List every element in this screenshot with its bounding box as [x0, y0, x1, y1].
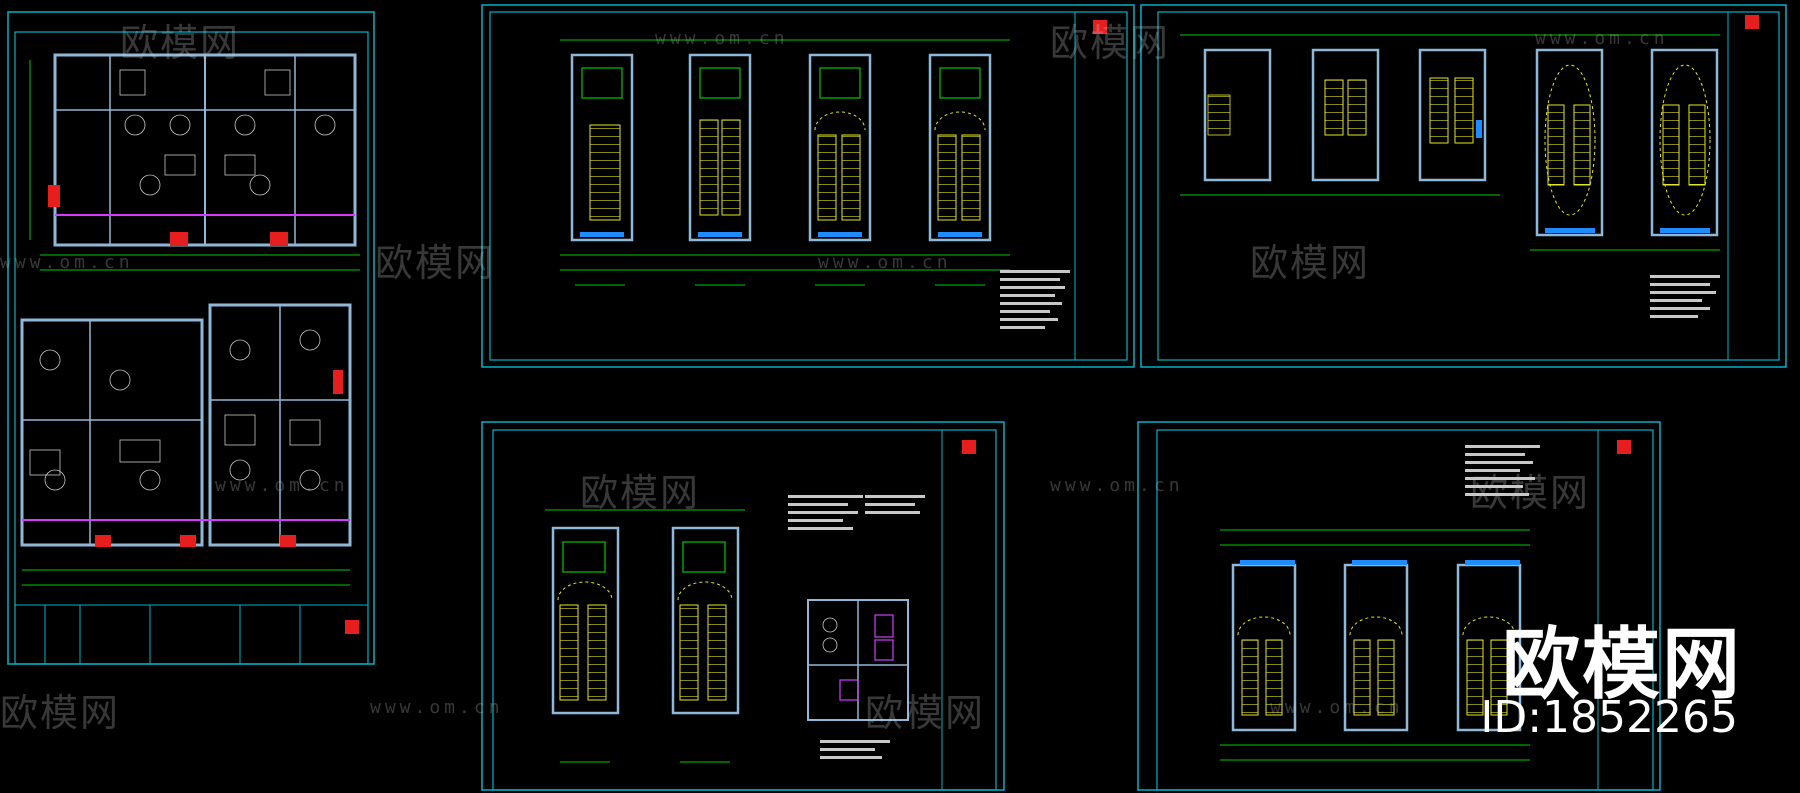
watermark-brand: 欧模网	[1470, 471, 1591, 515]
asset-id-label: ID:1852265	[1480, 692, 1738, 743]
stair-plan-i	[1650, 48, 1719, 237]
watermark-url: www.om.cn	[1535, 28, 1669, 49]
stair-plan-m	[1343, 560, 1409, 732]
stair-plan-l	[1231, 560, 1297, 732]
stair-plan-g	[1418, 48, 1487, 182]
sheet-floor-plans	[7, 11, 375, 665]
title-block-sheet-1	[14, 604, 369, 665]
stair-plan-a	[570, 53, 634, 242]
watermark-brand: 欧模网	[0, 691, 121, 735]
stair-plan-c	[808, 53, 872, 242]
sheet-stair-plans-three	[1137, 421, 1661, 791]
watermark-brand: 欧模网	[375, 241, 496, 285]
stair-plan-h	[1535, 48, 1604, 237]
watermark-brand: 欧模网	[120, 21, 241, 65]
watermark-url: www.om.cn	[1270, 697, 1404, 718]
watermark-brand: 欧模网	[865, 691, 986, 735]
brand-logo-text: 欧模网	[1501, 620, 1742, 710]
stair-plan-e	[1203, 48, 1272, 182]
watermark-url: www.om.cn	[1050, 475, 1184, 496]
watermark-url: www.om.cn	[370, 697, 504, 718]
sheet-elevator-restroom	[481, 421, 1005, 791]
upper-floor-plan	[29, 53, 360, 271]
watermark-url: www.om.cn	[0, 252, 134, 273]
stair-plan-k	[671, 526, 740, 715]
stair-plan-f	[1311, 48, 1380, 182]
stair-plan-n	[1456, 560, 1522, 732]
stair-plan-d	[928, 53, 992, 242]
watermark-url: www.om.cn	[655, 28, 789, 49]
lower-floor-plan	[20, 303, 352, 586]
stair-plan-j	[551, 526, 620, 715]
restroom-plan	[807, 599, 909, 721]
watermark-brand: 欧模网	[1250, 241, 1371, 285]
watermark-brand: 欧模网	[1050, 21, 1171, 65]
watermark-url: www.om.cn	[818, 252, 952, 273]
stair-plan-b	[688, 53, 752, 242]
sheet-stair-plans-wide	[1140, 4, 1787, 368]
watermark-brand: 欧模网	[580, 471, 701, 515]
sheet-elevator-stairs	[481, 4, 1135, 368]
watermark-url: www.om.cn	[215, 475, 349, 496]
